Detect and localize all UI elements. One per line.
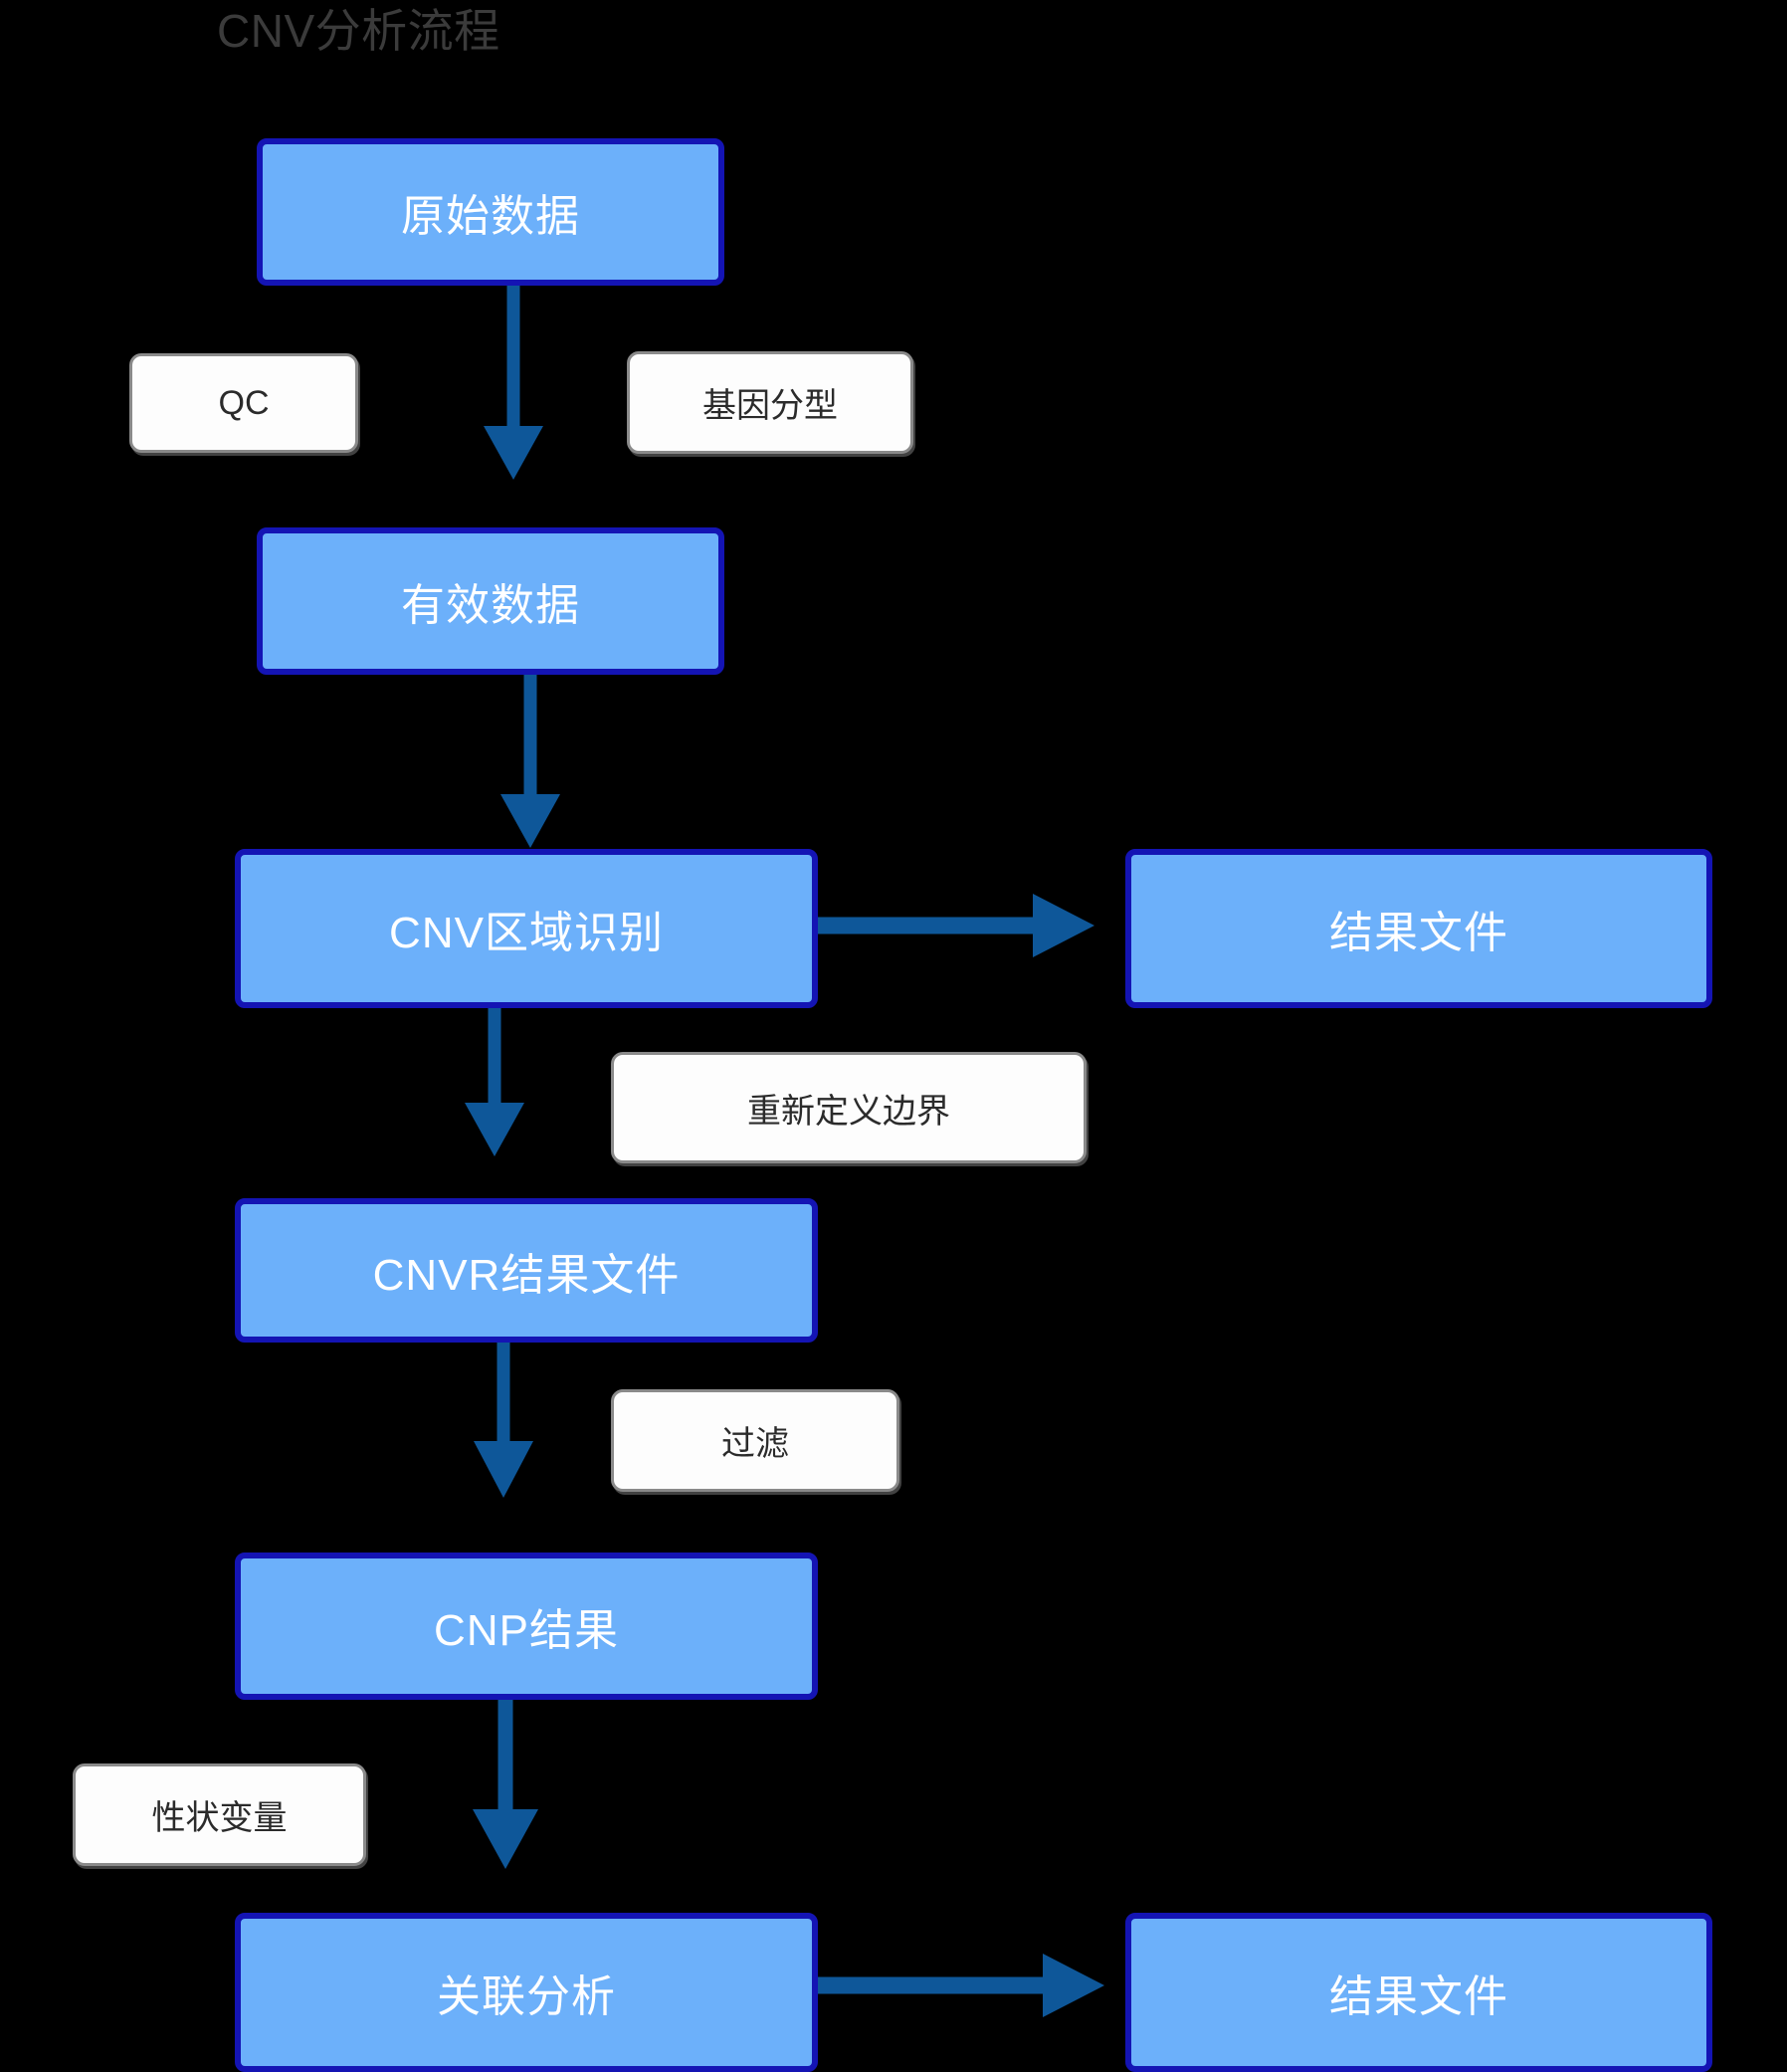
node-assoc-analysis-label: 关联分析 bbox=[437, 1972, 616, 2021]
node-cnvr-file-label: CNVR结果文件 bbox=[372, 1250, 681, 1300]
arrow-cnv-to-cnvr bbox=[465, 1007, 524, 1156]
node-cnv-region-label: CNV区域识别 bbox=[389, 909, 664, 957]
arrow-cnv-to-result1 bbox=[816, 894, 1094, 957]
page-title: CNV分析流程 bbox=[217, 5, 500, 57]
node-valid-data-label: 有效数据 bbox=[401, 581, 580, 630]
node-result-file-1[interactable]: 结果文件 bbox=[1125, 849, 1712, 1008]
edge-label-trait-var[interactable]: 性状变量 bbox=[73, 1763, 366, 1866]
edge-label-redefine-text: 重新定义边界 bbox=[747, 1092, 950, 1131]
node-result-file-1-label: 结果文件 bbox=[1329, 909, 1508, 957]
edge-label-qc[interactable]: QC bbox=[129, 353, 358, 453]
edge-label-filter-text: 过滤 bbox=[721, 1425, 789, 1463]
arrow-valid-to-cnv bbox=[500, 675, 560, 848]
edge-label-redefine[interactable]: 重新定义边界 bbox=[611, 1052, 1087, 1163]
edge-label-genotyping[interactable]: 基因分型 bbox=[627, 351, 913, 454]
arrow-assoc-to-result2 bbox=[816, 1954, 1104, 2017]
node-cnv-region[interactable]: CNV区域识别 bbox=[235, 849, 818, 1008]
node-assoc-analysis[interactable]: 关联分析 bbox=[235, 1913, 818, 2072]
edge-label-trait-var-text: 性状变量 bbox=[151, 1799, 288, 1837]
node-result-file-2[interactable]: 结果文件 bbox=[1125, 1913, 1712, 2072]
node-raw-data-label: 原始数据 bbox=[401, 192, 580, 241]
arrow-cnvr-to-cnp bbox=[474, 1342, 533, 1498]
arrow-raw-to-valid bbox=[484, 281, 543, 480]
node-cnp-result[interactable]: CNP结果 bbox=[235, 1553, 818, 1700]
node-cnp-result-label: CNP结果 bbox=[434, 1606, 619, 1655]
arrow-cnp-to-assoc bbox=[473, 1700, 538, 1869]
node-raw-data[interactable]: 原始数据 bbox=[257, 138, 724, 286]
edge-label-qc-text: QC bbox=[218, 383, 270, 422]
node-cnvr-file[interactable]: CNVR结果文件 bbox=[235, 1198, 818, 1343]
edge-label-genotyping-text: 基因分型 bbox=[702, 387, 838, 425]
edge-label-filter[interactable]: 过滤 bbox=[611, 1389, 899, 1492]
node-valid-data[interactable]: 有效数据 bbox=[257, 527, 724, 675]
node-result-file-2-label: 结果文件 bbox=[1329, 1972, 1508, 2021]
